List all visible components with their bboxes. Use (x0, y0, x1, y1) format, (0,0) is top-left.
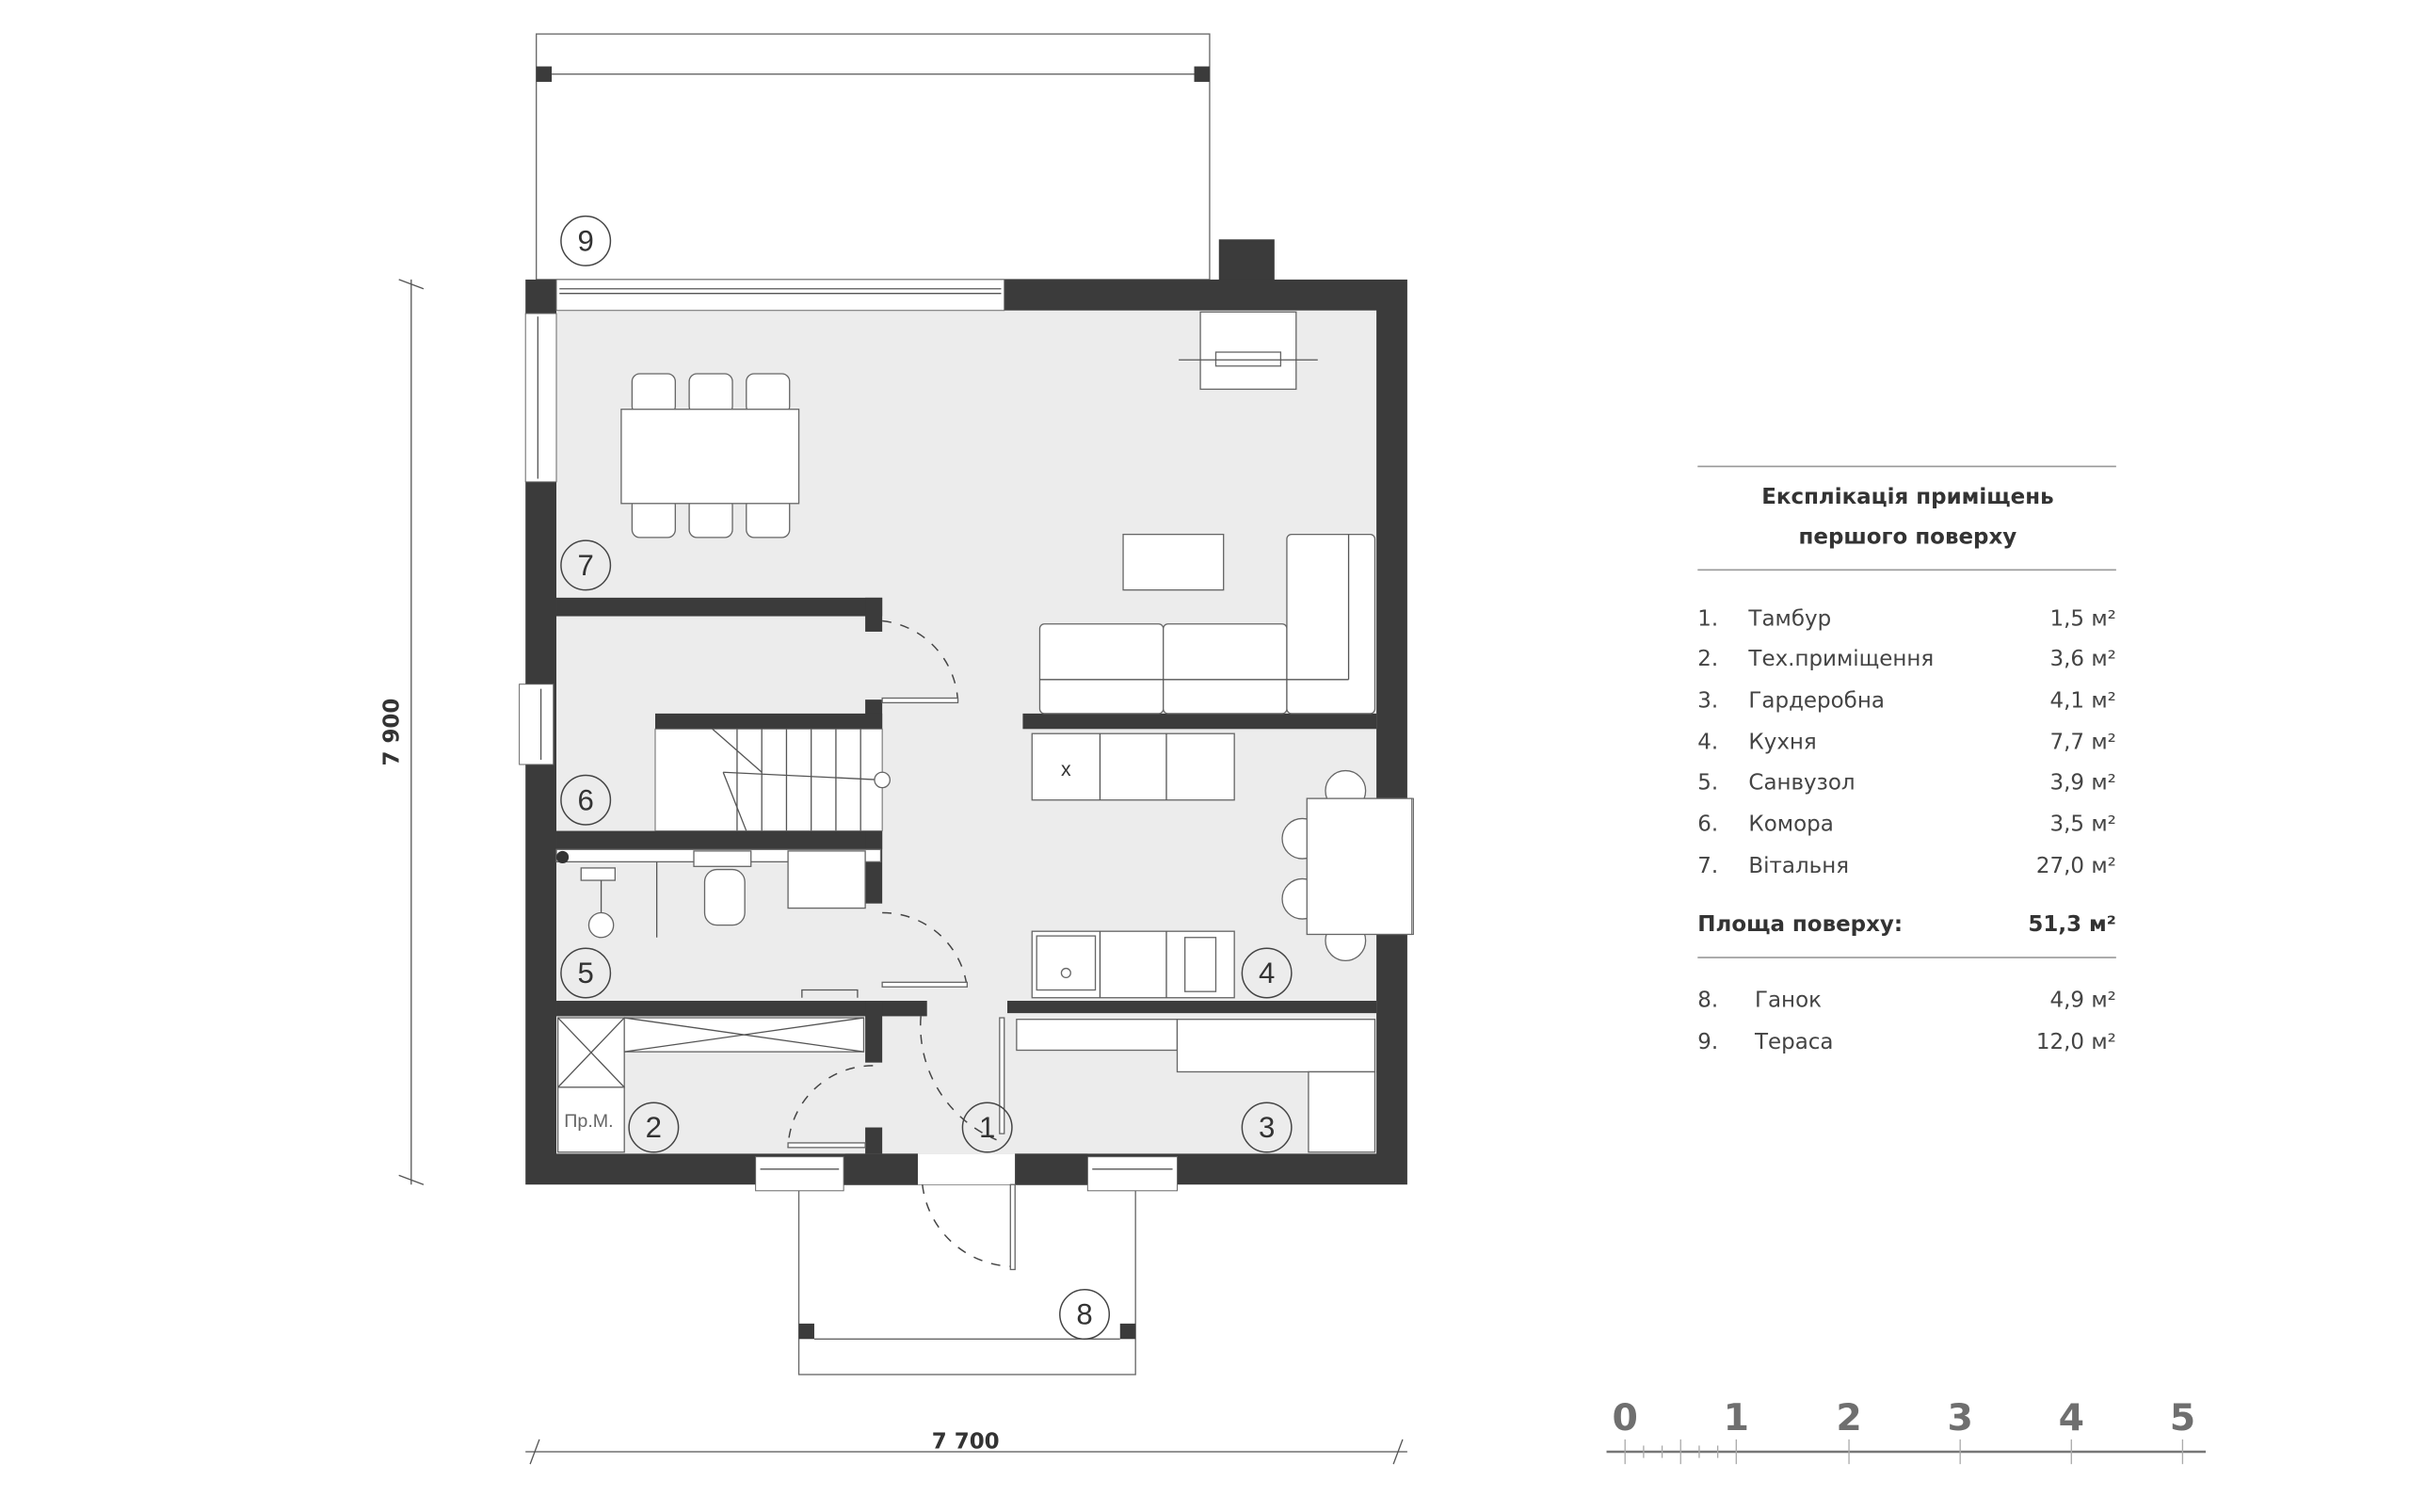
dimension-height: 7 900 (380, 279, 425, 1185)
room-number-8: 8 (1059, 1289, 1111, 1341)
text-label: 9 (578, 224, 594, 257)
text-label: 7. (1697, 854, 1718, 878)
text-label: 4 (1259, 957, 1275, 989)
text-label: 4 (2059, 1396, 2084, 1440)
table-row: 3. Гардеробна 4,1 м² (1697, 688, 2116, 713)
fireplace (1179, 311, 1318, 391)
table-subtitle: першого поверху (1799, 524, 2017, 549)
text-label: Санвузол (1748, 770, 1855, 795)
table-row: 9. Тераса 12,0 м² (1697, 1030, 2116, 1054)
table-row: 5. Санвузол 3,9 м² (1697, 770, 2116, 795)
table-row: 8. Ганок 4,9 м² (1697, 989, 2116, 1013)
kitchen-dining (1281, 769, 1413, 962)
text-label: 4. (1697, 731, 1718, 755)
table-total: Площа поверху: 51,3 м² (1697, 912, 2116, 937)
coffee-table (1122, 533, 1225, 591)
text-label: 4,1 м² (2050, 688, 2116, 713)
table-row: 2. Тех.приміщення 3,6 м² (1697, 647, 2116, 671)
explication-table: Експлікація приміщень першого поверху 1.… (1697, 465, 2116, 1054)
text-label: 1,5 м² (2050, 606, 2116, 631)
table-row: 7. Вітальня 27,0 м² (1697, 854, 2116, 878)
text-label: 2 (1836, 1396, 1861, 1440)
text-label: 4,9 м² (2050, 989, 2116, 1013)
text-label: 5. (1697, 770, 1718, 795)
staircase (654, 728, 892, 832)
text-label: Гардеробна (1748, 688, 1884, 713)
text-label: Кухня (1748, 731, 1816, 755)
text-label: Тераса (1754, 1030, 1833, 1054)
text-label: Ганок (1755, 989, 1822, 1013)
tech-room-fixtures: Пр.М. (556, 1017, 865, 1153)
text-label: 9. (1697, 1030, 1718, 1054)
dimension-width: 7 700 (525, 1430, 1407, 1465)
text-label: 2 (646, 1111, 662, 1144)
room-number-4: 4 (1241, 947, 1293, 999)
text-label: Тех.приміщення (1747, 647, 1934, 671)
text-label: 1 (979, 1111, 995, 1144)
text-label: Тамбур (1747, 606, 1831, 631)
text-label: 3. (1697, 688, 1718, 713)
text-label: 3,6 м² (2050, 647, 2116, 671)
room-labels: 1 2 3 4 5 6 7 8 9 (560, 215, 1293, 1341)
text-label: 1. (1697, 606, 1718, 631)
kitchen-units: x (1031, 732, 1235, 999)
text-label: Вітальня (1748, 854, 1849, 878)
room-number-5: 5 (560, 947, 612, 999)
text-label: 6. (1697, 812, 1718, 837)
doors (787, 619, 1016, 1271)
table-row: 4. Кухня 7,7 м² (1697, 731, 2116, 755)
text-label: 0 (1613, 1396, 1638, 1440)
text-label: 7 700 (932, 1430, 1000, 1455)
text-label: 7 900 (380, 699, 405, 766)
tech-room-label: Пр.М. (564, 1111, 613, 1132)
room-number-3: 3 (1241, 1102, 1293, 1153)
table-row: 6. Комора 3,5 м² (1697, 812, 2116, 837)
text-label: 1 (1724, 1396, 1749, 1440)
room-number-6: 6 (560, 774, 612, 826)
table-row: 1. Тамбур 1,5 м² (1697, 606, 2116, 631)
text-label: 5 (2170, 1396, 2195, 1440)
porch (797, 1183, 1136, 1375)
room-number-7: 7 (560, 539, 612, 591)
bathroom-fixtures (555, 848, 882, 998)
text-label: 8. (1697, 989, 1718, 1013)
text-label: Площа поверху: (1697, 912, 1903, 937)
text-label: Комора (1748, 812, 1833, 837)
text-label: 12,0 м² (2036, 1030, 2116, 1054)
room-number-9: 9 (560, 215, 612, 266)
room-number-2: 2 (628, 1102, 680, 1153)
text-label: 6 (578, 783, 594, 816)
room-number-1: 1 (961, 1102, 1013, 1153)
terrace (536, 33, 1211, 281)
text-label: 3,5 м² (2050, 812, 2116, 837)
stove-mark: x (1061, 758, 1071, 780)
text-label: 27,0 м² (2036, 854, 2116, 878)
dining-set (620, 373, 800, 539)
text-label: 7,7 м² (2050, 731, 2116, 755)
wardrobe (1016, 1019, 1376, 1153)
corner-sofa (1038, 533, 1376, 715)
text-label: 3 (1259, 1111, 1275, 1144)
table-title: Експлікація приміщень (1761, 485, 2053, 509)
text-label: 8 (1076, 1298, 1092, 1331)
text-label: 3,9 м² (2050, 770, 2116, 795)
text-label: 3 (1947, 1396, 1972, 1440)
scale-bar: 0 1 2 3 4 5 (1606, 1396, 2207, 1465)
text-label: 7 (578, 549, 594, 582)
chimney (1218, 239, 1275, 283)
text-label: 5 (578, 957, 594, 989)
interior-walls (556, 597, 1377, 1185)
text-label: 51,3 м² (2028, 912, 2115, 937)
text-label: 2. (1697, 647, 1718, 671)
